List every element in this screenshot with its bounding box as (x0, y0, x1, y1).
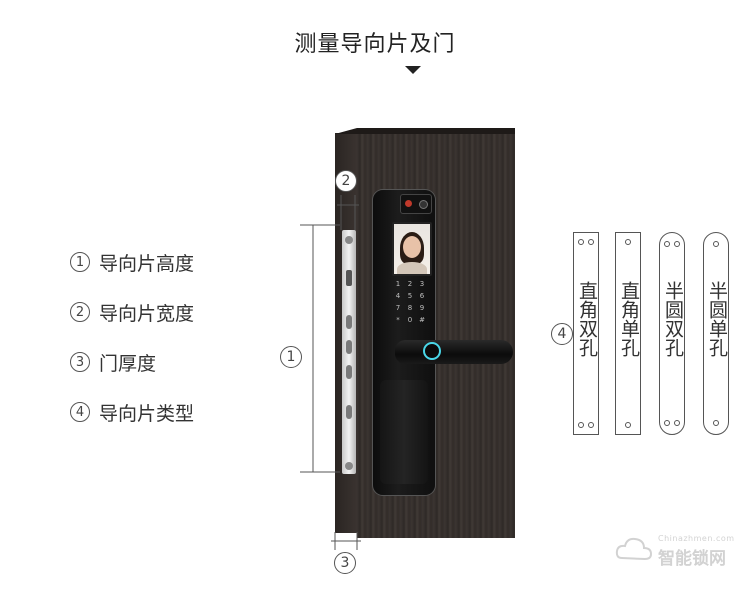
watermark-brand: 智能锁网 (658, 549, 726, 569)
hole-icon (625, 239, 631, 245)
guide-type-square-single: 直角单孔 (615, 232, 641, 435)
legend-item-guide-width: 2 导向片宽度 (70, 298, 194, 326)
marker-height: 1 (280, 346, 302, 368)
guide-type-label: 直角双孔 (576, 281, 598, 357)
face-screen (392, 222, 432, 276)
legend-label: 门厚度 (99, 352, 157, 375)
latch-hole (346, 270, 352, 286)
marker-thickness: 3 (334, 552, 356, 574)
hole-icon (588, 239, 594, 245)
key: 5 (407, 292, 413, 300)
number-circle-icon: 2 (70, 302, 90, 322)
page-title: 测量导向片及门 (294, 32, 456, 57)
guide-type-label: 半圆单孔 (706, 281, 728, 357)
number-circle-icon: 3 (70, 352, 90, 372)
lock-lower-panel (380, 380, 428, 484)
key: 4 (395, 292, 401, 300)
key: 3 (419, 280, 425, 288)
fingerprint-icon (423, 342, 441, 360)
guide-type-label: 直角单孔 (618, 281, 640, 357)
marker-width: 2 (335, 170, 357, 192)
number-circle-icon: 4 (70, 402, 90, 422)
guide-type-label: 半圆双孔 (662, 281, 684, 357)
key: 7 (395, 304, 401, 312)
key: # (419, 316, 425, 324)
cloud-logo-icon (615, 537, 653, 561)
door-handle (395, 340, 513, 364)
key: 9 (419, 304, 425, 312)
number-circle-icon: 1 (70, 252, 90, 272)
keypad: 1 2 3 4 5 6 7 8 9 * 0 # (392, 280, 428, 324)
door-top (335, 128, 515, 134)
legend-item-guide-type: 4 导向片类型 (70, 398, 194, 426)
legend-item-guide-height: 1 导向片高度 (70, 248, 194, 276)
hole-icon (664, 241, 670, 247)
hole-icon (713, 241, 719, 247)
hole-icon (578, 422, 584, 428)
screw-icon (345, 236, 353, 244)
bolt-hole (346, 405, 352, 419)
triangle-down-icon (405, 66, 421, 74)
hole-icon (674, 420, 680, 426)
key: 6 (419, 292, 425, 300)
shoulders (397, 262, 427, 274)
hole-icon (664, 420, 670, 426)
hole-icon (578, 239, 584, 245)
camera-lens-icon (405, 200, 412, 207)
bolt-hole (346, 315, 352, 329)
legend: 1 导向片高度 2 导向片宽度 3 门厚度 4 导向片类型 (70, 248, 194, 448)
key: 2 (407, 280, 413, 288)
bolt-hole (346, 340, 352, 354)
legend-label: 导向片高度 (99, 252, 195, 275)
guide-type-round-single: 半圆单孔 (703, 232, 729, 435)
screw-icon (345, 462, 353, 470)
sensor-icon (419, 200, 428, 209)
key: 1 (395, 280, 401, 288)
watermark-url: Chinazhmen.com (658, 534, 735, 543)
legend-item-door-thickness: 3 门厚度 (70, 348, 194, 376)
camera-module (400, 194, 432, 214)
guide-type-round-double: 半圆双孔 (659, 232, 685, 435)
guide-type-square-double: 直角双孔 (573, 232, 599, 435)
bolt-hole (346, 365, 352, 379)
key: * (396, 316, 400, 324)
hole-icon (625, 422, 631, 428)
key: 8 (407, 304, 413, 312)
key: 0 (407, 316, 413, 324)
watermark: Chinazhmen.com 智能锁网 (614, 530, 734, 570)
legend-label: 导向片宽度 (99, 302, 195, 325)
hole-icon (588, 422, 594, 428)
face (403, 236, 421, 258)
hole-icon (674, 241, 680, 247)
hole-icon (713, 420, 719, 426)
marker-type: 4 (551, 323, 573, 345)
legend-label: 导向片类型 (99, 402, 195, 425)
